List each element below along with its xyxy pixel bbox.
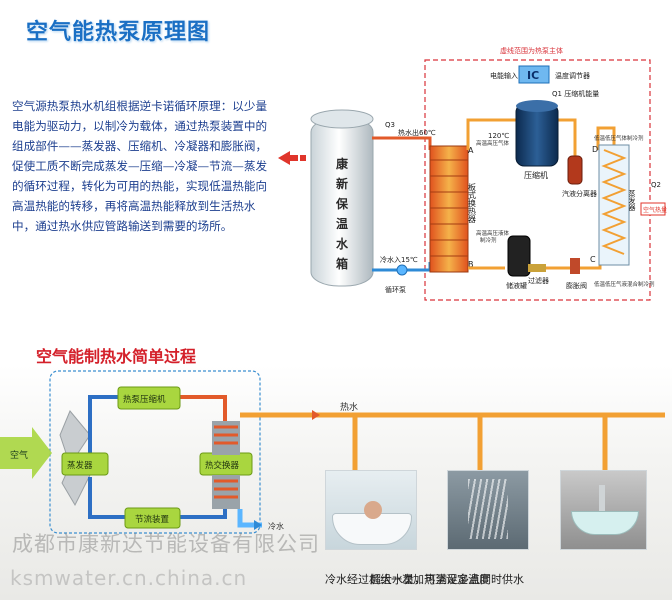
caption-right: 超大水量，可满足多点同时供水 (370, 573, 524, 586)
svg-text:高温高压液体: 高温高压液体 (476, 229, 510, 237)
air-heat-arrow-icon (640, 202, 666, 216)
svg-text:D: D (592, 145, 598, 154)
evaporator-box (61, 452, 109, 476)
simple-process-diagram: 空气 热泵压缩机 蒸发器 热交换器 节流装置 热水 冷水 (0, 370, 665, 534)
expansion-valve (570, 258, 580, 274)
svg-text:热泵压缩机: 热泵压缩机 (123, 394, 166, 405)
svg-text:A: A (468, 146, 474, 155)
svg-text:制冷剂: 制冷剂 (480, 236, 497, 244)
sink-photo (560, 470, 647, 550)
svg-text:新: 新 (336, 176, 348, 191)
svg-text:C: C (590, 255, 596, 264)
compressor (515, 103, 559, 167)
svg-text:节流装置: 节流装置 (135, 514, 170, 525)
shower-photo (447, 470, 529, 550)
svg-text:120℃: 120℃ (488, 132, 509, 140)
ic-controller (518, 65, 550, 84)
heat-pump-principle-diagram: 虚线范围为热泵主体 康 新 保 温 水 箱 冷水入15℃ 循环泵 Q3 热水出6… (278, 46, 667, 301)
cold-water-pipe (237, 509, 262, 528)
svg-text:Q3: Q3 (385, 121, 395, 129)
svg-text:压缩机: 压缩机 (524, 170, 548, 180)
heat-pump-frame (424, 59, 651, 301)
page-title: 空气能热泵原理图 (26, 20, 211, 45)
svg-text:Q1 压缩机能量: Q1 压缩机能量 (552, 89, 599, 98)
tank-label: 康 新 保 温 水 箱 (335, 156, 349, 271)
frame-title: 虚线范围为热泵主体 (500, 46, 563, 55)
compressor-box (117, 386, 181, 410)
throttle-box (124, 507, 181, 529)
svg-text:冷水: 冷水 (268, 521, 284, 531)
svg-text:箱: 箱 (336, 256, 348, 271)
bathtub-photo (325, 470, 417, 550)
filter (528, 264, 546, 272)
refrigerant-hot-gas-pipe (466, 118, 520, 150)
q3-arrow-icon (278, 151, 306, 165)
svg-text:循环泵: 循环泵 (385, 285, 406, 294)
intro-paragraph: 空气源热泵热水机组根据逆卡诺循环原理：以少量电能为驱动力，以制冷为载体，通过热泵… (12, 99, 268, 233)
heat-exchanger-coils (212, 421, 240, 509)
svg-text:保: 保 (335, 196, 349, 211)
svg-text:过滤器: 过滤器 (528, 276, 549, 285)
svg-text:蒸发器: 蒸发器 (67, 460, 93, 471)
svg-text:空气热量: 空气热量 (643, 206, 667, 214)
svg-text:Q2: Q2 (651, 181, 661, 189)
svg-text:B: B (468, 260, 474, 269)
caption-left: 冷水经过机组一次加热至设定温度 (325, 573, 490, 586)
svg-text:空气: 空气 (10, 449, 28, 461)
svg-text:康: 康 (336, 156, 349, 171)
section-title: 空气能制热水简单过程 (36, 347, 197, 366)
watermark-url: ksmwater.cn.china.cn (10, 566, 248, 590)
svg-text:汽液分离器: 汽液分离器 (562, 189, 597, 198)
unit-frame (49, 370, 261, 534)
svg-text:储液罐: 储液罐 (506, 281, 527, 290)
svg-text:电能输入: 电能输入 (490, 71, 518, 80)
svg-text:水: 水 (336, 236, 349, 251)
circulation-pump-icon (396, 264, 408, 276)
svg-text:高温高压气体: 高温高压气体 (476, 139, 510, 147)
svg-text:热水出60℃: 热水出60℃ (398, 128, 436, 137)
plate-heat-exchanger (429, 145, 469, 273)
hot-water-branches (352, 415, 608, 475)
hot-water-pipe (372, 136, 432, 150)
svg-text:热交换器: 热交换器 (205, 460, 240, 471)
svg-text:温: 温 (336, 217, 348, 231)
svg-text:膨胀阀: 膨胀阀 (566, 281, 587, 290)
svg-text:低温低压气体制冷剂: 低温低压气体制冷剂 (594, 134, 644, 142)
svg-text:热水: 热水 (340, 401, 358, 413)
svg-text:冷水入15℃: 冷水入15℃ (380, 255, 418, 264)
svg-text:低温低压气液混合制冷剂: 低温低压气液混合制冷剂 (594, 280, 655, 288)
liquid-receiver (507, 235, 531, 277)
air-arrow-icon (0, 427, 52, 479)
gas-liquid-separator (567, 155, 583, 185)
svg-text:板式换热器: 板式换热器 (468, 182, 477, 224)
svg-text:IC: IC (527, 69, 539, 82)
svg-text:温度调节器: 温度调节器 (555, 71, 590, 80)
watermark-company: 成都市康新达节能设备有限公司 (12, 532, 320, 556)
svg-text:蒸发器: 蒸发器 (628, 189, 636, 212)
